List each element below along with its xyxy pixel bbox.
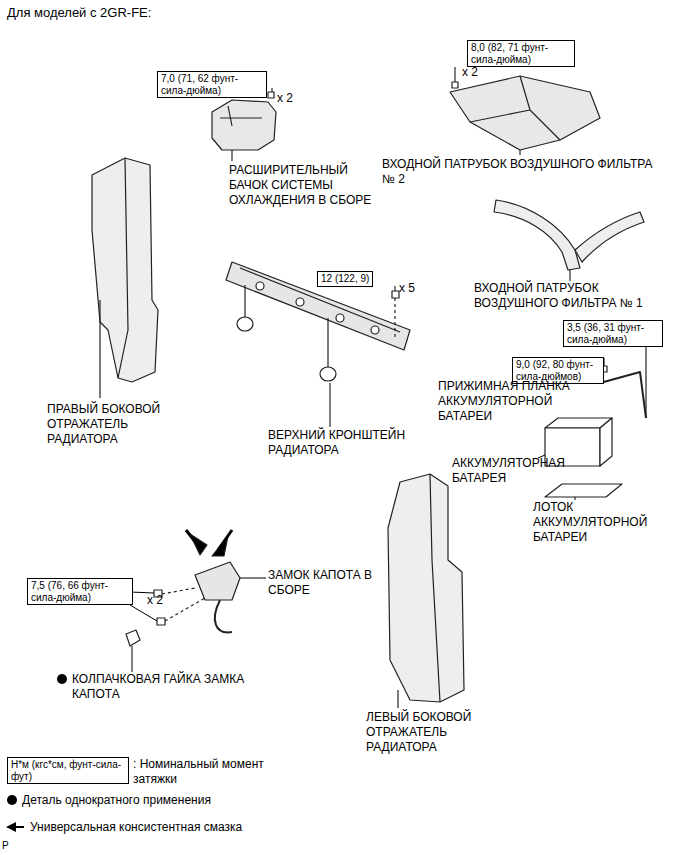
legend-row: Универсальная консистентная смазка: [30, 820, 350, 835]
torque-value: 8,0 (82, 71 фунт-сила-дюйма): [471, 42, 571, 65]
part-name: ЗАМОК КАПОТА В СБОРЕ: [268, 568, 378, 598]
torque-value: 12 (122, 9): [321, 273, 369, 285]
torque-box: 8,0 (82, 71 фунт-сила-дюйма): [467, 40, 575, 67]
part-name: АККУМУЛЯТОРНАЯ БАТАРЕЯ: [452, 456, 582, 486]
part-name: ВЕРХНИЙ КРОНШТЕЙН РАДИАТОРА: [268, 428, 418, 458]
torque-box: 3,5 (36, 31 фунт-сила-дюйма): [563, 320, 663, 347]
part-name: ВХОДНОЙ ПАТРУБОК ВОЗДУШНОГО ФИЛЬТРА № 1: [474, 281, 684, 311]
diagram-title: Для моделей с 2GR-FE:: [7, 5, 151, 21]
torque-box: 12 (122, 9): [317, 271, 373, 287]
legend-row: Деталь однократного применения: [22, 793, 322, 808]
quantity: x 5: [399, 281, 415, 296]
part-name: РАСШИРИТЕЛЬНЫЙ БАЧОК СИСТЕМЫ ОХЛАЖДЕНИЯ …: [229, 163, 379, 208]
quantity: x 2: [462, 65, 478, 80]
torque-value: 3,5 (36, 31 фунт-сила-дюйма): [567, 322, 659, 345]
quantity: x 2: [277, 91, 293, 106]
legend-row: : Номинальный момент затяжки: [133, 757, 273, 787]
part-name: ВХОДНОЙ ПАТРУБОК ВОЗДУШНОГО ФИЛЬТРА № 2: [382, 157, 662, 187]
quantity: x 2: [147, 593, 163, 608]
part-name: ПРИЖИМНАЯ ПЛАНКА АККУМУЛЯТОРНОЙ БАТАРЕИ: [438, 379, 590, 424]
torque-box: 7,5 (76, 66 фунт-сила-дюйма): [27, 578, 133, 605]
legend-text: : Номинальный момент затяжки: [133, 757, 264, 786]
torque-value: Н*м (кгс*см, фунт-сила-фут): [11, 759, 125, 782]
torque-value: 9,0 (92, 80 фунт-сила-дюймов): [516, 359, 600, 382]
legend-text: Универсальная консистентная смазка: [30, 820, 242, 834]
legend-text: Деталь однократного применения: [22, 793, 211, 807]
part-name: КОЛПАЧКОВАЯ ГАЙКА ЗАМКА КАПОТА: [72, 672, 247, 702]
part-name: ЛЕВЫЙ БОКОВОЙ ОТРАЖАТЕЛЬ РАДИАТОРА: [366, 710, 506, 755]
torque-box: 7,0 (71, 62 фунт-сила-дюйма): [157, 71, 267, 98]
torque-value: 7,5 (76, 66 фунт-сила-дюйма): [31, 580, 129, 603]
part-name: ПРАВЫЙ БОКОВОЙ ОТРАЖАТЕЛЬ РАДИАТОРА: [47, 402, 167, 447]
part-name: ЛОТОК АККУМУЛЯТОРНОЙ БАТАРЕИ: [533, 500, 673, 545]
page-marker: P: [2, 840, 9, 853]
torque-box: Н*м (кгс*см, фунт-сила-фут): [7, 757, 129, 784]
torque-value: 7,0 (71, 62 фунт-сила-дюйма): [161, 73, 263, 96]
